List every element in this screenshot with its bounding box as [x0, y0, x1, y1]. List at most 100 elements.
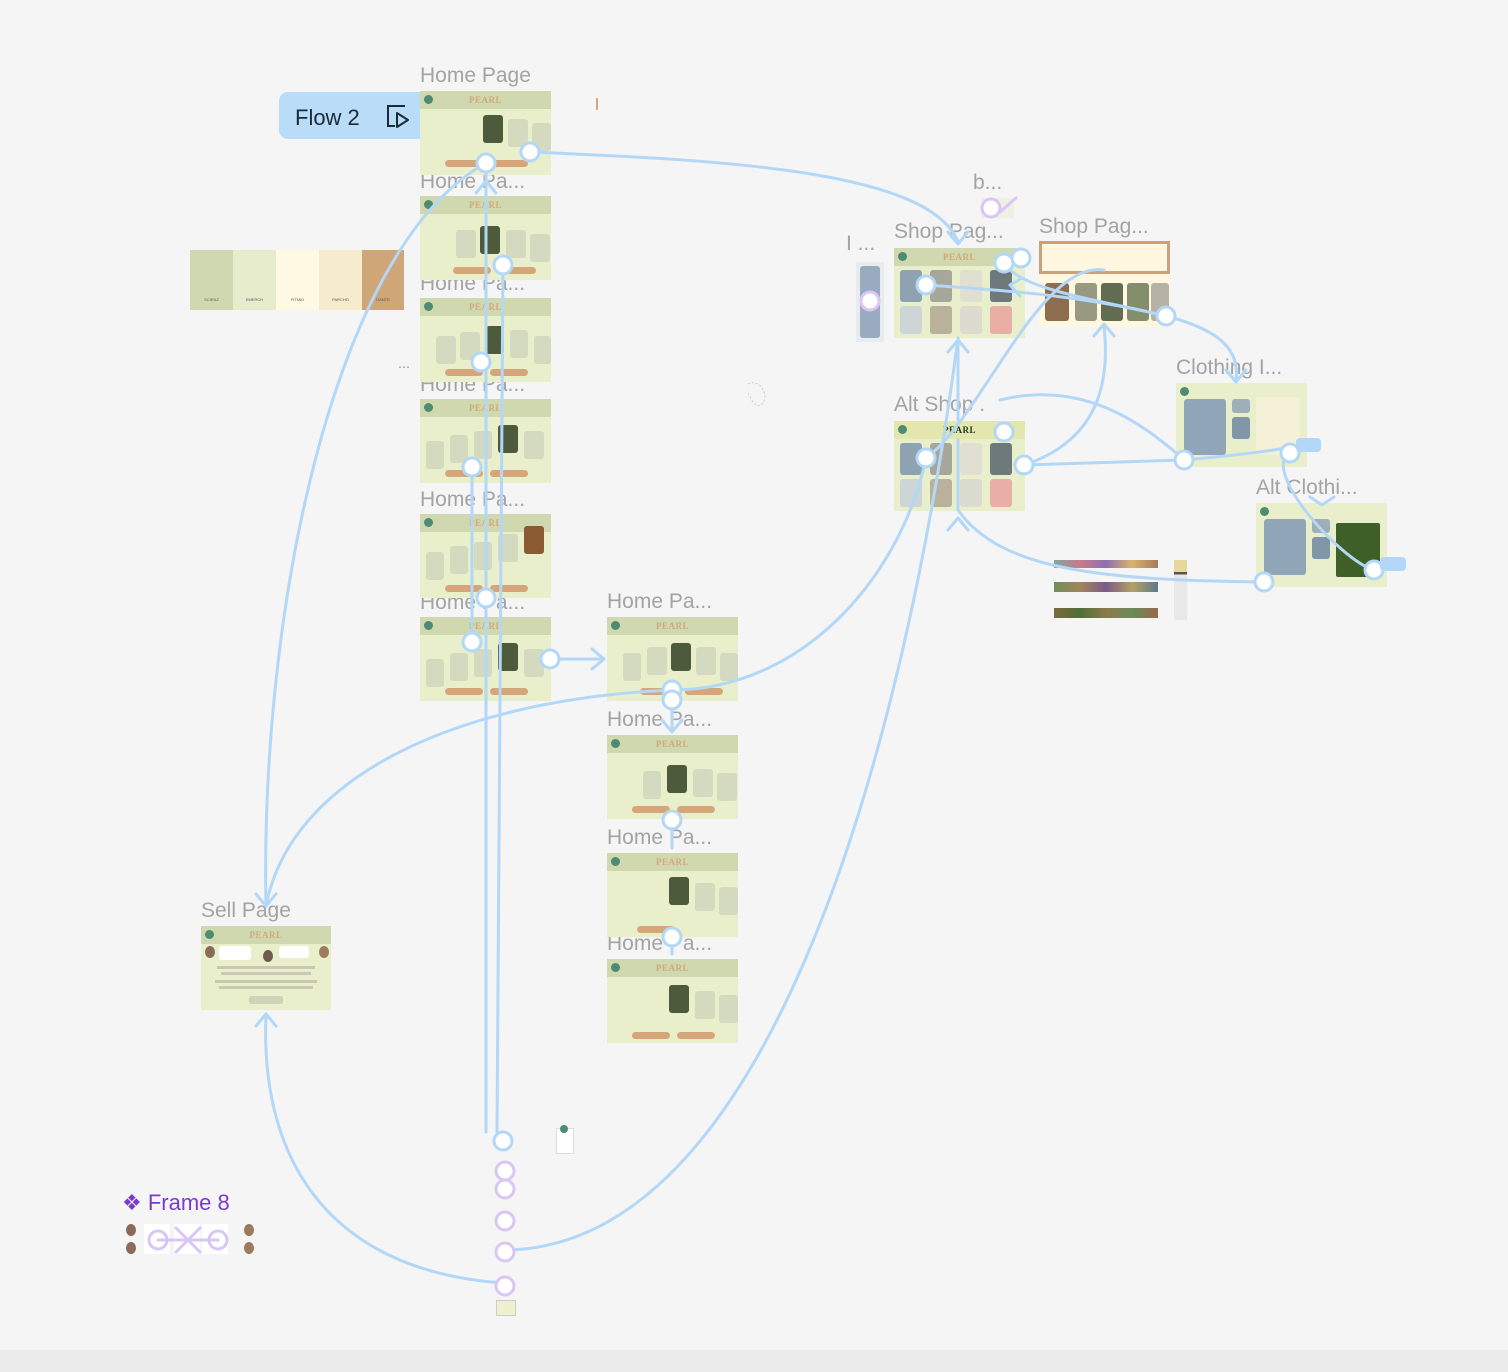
component-label: Frame 8 [147, 1190, 230, 1215]
image-thumbnail [990, 306, 1012, 334]
connector-node [1013, 454, 1035, 476]
play-flow-icon [387, 105, 409, 128]
image-thumbnail [460, 332, 480, 360]
frame-title-b[interactable]: b... [973, 171, 1003, 194]
connector-node [1155, 305, 1177, 327]
connector-line [998, 393, 1186, 462]
frame-title-i[interactable]: I ... [846, 232, 876, 255]
mini-frame[interactable] [556, 1125, 574, 1154]
component-title[interactable]: ❖ Frame 8 [122, 1190, 230, 1216]
frame-title-shop-page[interactable]: Shop Pag... [1039, 215, 1149, 238]
logo-icon [611, 857, 620, 866]
avatar [319, 946, 329, 958]
component-node [494, 1275, 516, 1297]
avatar [205, 946, 215, 958]
logo-icon [611, 963, 620, 972]
logo-icon [424, 95, 433, 104]
button-pill [677, 1032, 715, 1039]
image-thumbnail [930, 306, 952, 334]
button-pill [498, 267, 536, 274]
image-thumbnail [1232, 417, 1250, 439]
image-thumbnail [900, 270, 922, 302]
logo-icon [424, 200, 433, 209]
connector-line [1281, 451, 1376, 572]
connector-line [924, 268, 1106, 460]
connector-line [670, 456, 928, 692]
brand-logo: PEARL [942, 252, 976, 262]
color-variants-board[interactable] [1054, 556, 1158, 620]
connector-node [470, 351, 492, 373]
image-thumbnail [693, 769, 713, 797]
frame-title-home-page[interactable]: Home Page [420, 64, 531, 87]
frame-title-alt-shop[interactable]: Alt Shop . [894, 393, 986, 416]
connector-line [1002, 261, 1168, 318]
image-thumbnail [960, 270, 982, 302]
image-thumbnail [990, 479, 1012, 507]
home-page-frame[interactable]: PEARL [607, 735, 738, 819]
frame-title-clothing[interactable]: Clothing I... [1176, 356, 1283, 379]
frame-title-home-pa[interactable]: Home Pa... [607, 932, 713, 955]
connector-node [1279, 442, 1301, 464]
image-thumbnail [900, 443, 922, 475]
image-thumbnail [426, 659, 444, 687]
logo-icon [424, 403, 433, 412]
image-thumbnail [990, 443, 1012, 475]
logo-icon [1260, 507, 1269, 516]
mini-frame[interactable] [496, 1300, 516, 1316]
button-pill [685, 688, 723, 695]
frame-title-home-pa[interactable]: Home Pa... [420, 170, 526, 193]
palette-swatch: SCIENZ [190, 250, 233, 310]
logo-icon [424, 621, 433, 630]
component-icon: ❖ [122, 1190, 142, 1215]
component-node [494, 1241, 516, 1263]
home-page-frame[interactable]: PEARL [607, 617, 738, 701]
quote-bubble [219, 946, 251, 960]
connector-line [1022, 443, 1302, 467]
sell-page-frame[interactable]: PEARL [201, 926, 331, 1010]
brand-logo: PEARL [468, 95, 502, 105]
home-page-frame[interactable]: PEARL [607, 959, 738, 1043]
image-thumbnail [456, 230, 476, 258]
image-thumbnail [498, 534, 518, 562]
frame-title-home-pa[interactable]: Home Pa... [607, 590, 713, 613]
home-page-frame[interactable]: PEARL [607, 853, 738, 937]
text-line [215, 980, 317, 983]
connector-node [492, 254, 514, 276]
more-dots-icon[interactable]: ⋯ [398, 360, 410, 374]
image-thumbnail [696, 647, 716, 675]
connector-node [915, 274, 937, 296]
connector-node [461, 456, 483, 478]
connector-line [495, 263, 505, 1134]
image-thumbnail [695, 883, 715, 911]
shop-page-frame[interactable]: PEARL [894, 248, 1025, 338]
avatar [263, 950, 273, 962]
logo-icon [898, 425, 907, 434]
image-thumbnail [534, 336, 551, 364]
button-pill [490, 585, 528, 592]
component-node [494, 1160, 516, 1182]
image-thumbnail [990, 270, 1012, 302]
avatar [244, 1224, 254, 1236]
palette-swatch: FITMID [276, 250, 319, 310]
frame-title-home-pa[interactable]: Home Pa... [607, 826, 713, 849]
connector-node [475, 587, 497, 609]
flow-start-button[interactable]: Flow 2 [279, 92, 421, 139]
sell-button [249, 996, 283, 1004]
image-thumbnail [524, 649, 544, 677]
image-thumbnail [900, 306, 922, 334]
text-line [221, 972, 311, 975]
connector-node [661, 926, 683, 948]
connector-line [501, 336, 960, 1252]
image-thumbnail [1264, 519, 1306, 575]
frame-title-home-pa[interactable]: Home Pa... [607, 708, 713, 731]
image-thumbnail [960, 479, 982, 507]
connector-node [661, 689, 683, 711]
image-thumbnail [960, 443, 982, 475]
brand-logo: PEARL [942, 425, 976, 435]
connector-handle [1296, 438, 1321, 452]
flow-label: Flow 2 [295, 105, 360, 130]
connector-node [461, 631, 483, 653]
frame-title-alt-clothing[interactable]: Alt Clothi... [1256, 476, 1358, 499]
image-thumbnail [900, 479, 922, 507]
